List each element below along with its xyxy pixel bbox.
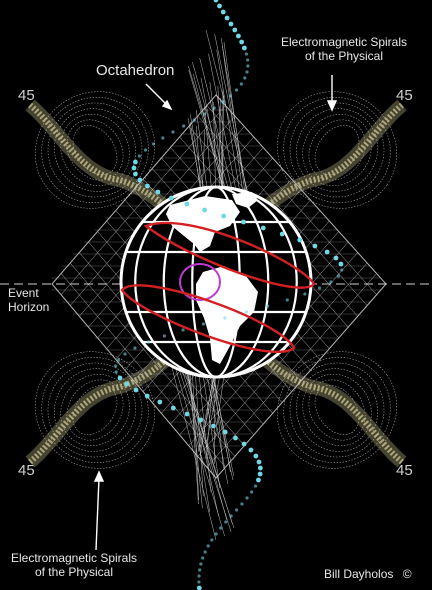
octahedron-arrow: [145, 83, 173, 111]
greenland: [232, 192, 258, 208]
equator-ring-lower: [120, 284, 296, 353]
north-america: [166, 196, 240, 252]
copyright-symbol: ©: [402, 567, 412, 581]
inner-ring: [179, 263, 221, 301]
em-top-line1: Electromagnetic Spirals: [280, 35, 408, 49]
em-spirals-label-top: Electromagnetic Spirals of the Physical: [272, 35, 416, 64]
em-top-line2: of the Physical: [304, 48, 384, 63]
angle-label-top-right: 45: [396, 87, 413, 104]
event-line2: Horizon: [8, 299, 50, 314]
em-spirals-label-bottom: Electromagnetic Spirals of the Physical: [4, 551, 144, 580]
credit-name: Bill Dayholos: [324, 567, 394, 581]
event-line1: Event: [8, 286, 39, 300]
angle-label-bottom-right: 45: [396, 462, 413, 479]
event-horizon-label: Event Horizon: [8, 286, 50, 315]
angle-label-top-left: 45: [18, 87, 35, 104]
em-bottom-arrow: [93, 470, 105, 551]
em-bottom-line1: Electromagnetic Spirals: [10, 551, 138, 565]
octahedron-label: Octahedron: [96, 62, 175, 79]
credit-label: Bill Dayholos ©: [324, 567, 412, 582]
electromagnetic-spiral: [114, 0, 344, 590]
globe: [119, 185, 316, 379]
em-top-arrow: [326, 75, 338, 112]
equator-ring-upper: [143, 221, 316, 289]
angle-label-bottom-left: 45: [18, 462, 35, 479]
em-bottom-line2: of the Physical: [34, 564, 114, 579]
south-america: [196, 266, 258, 364]
